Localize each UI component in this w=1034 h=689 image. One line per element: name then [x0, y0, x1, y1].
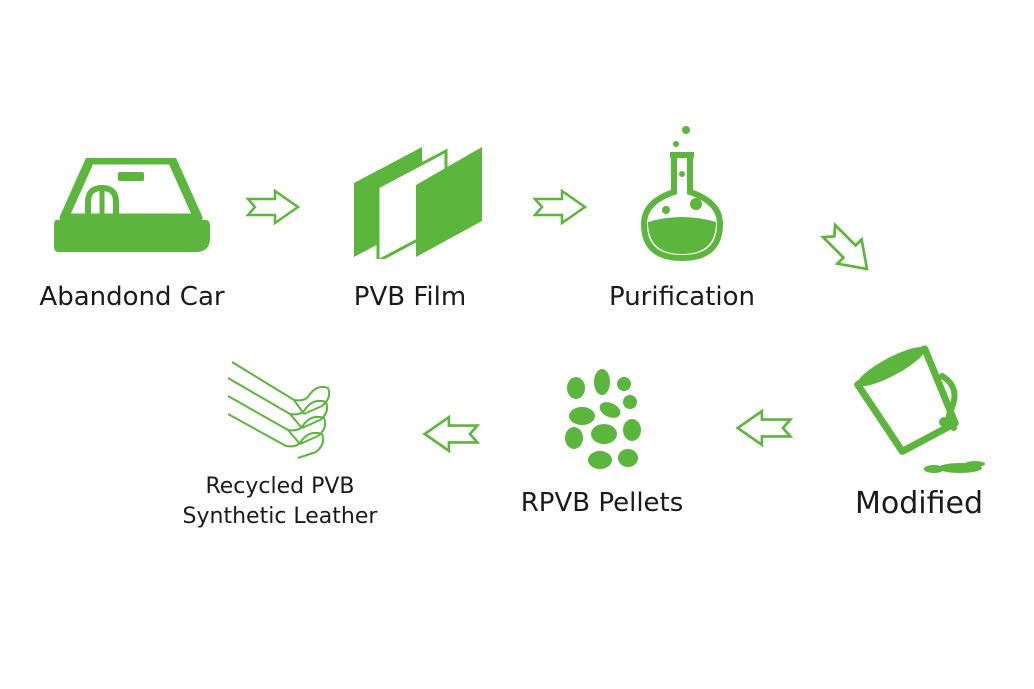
step-label-modified: Modified: [854, 486, 984, 521]
leather-label-line-2: Synthetic Leather: [182, 504, 378, 529]
arrow-right-icon: [532, 188, 588, 226]
step-label-recycled-pvb-synthetic-leather: Recycled PVB Synthetic Leather: [183, 472, 378, 532]
step-label-abandond-car: Abandond Car: [39, 282, 225, 312]
arrow-down-right-icon: [819, 221, 869, 271]
film-layers-icon: [354, 147, 482, 259]
pellets-icon: [565, 369, 641, 469]
arrow-right-icon: [245, 188, 301, 226]
arrow-left-icon: [422, 414, 481, 454]
leather-layers-icon: [228, 361, 331, 459]
step-label-rpvb-pellets: RPVB Pellets: [520, 488, 684, 518]
flask-icon: [640, 126, 724, 262]
arrow-left-icon: [735, 408, 794, 448]
leather-label-line-1: Recycled PVB: [205, 474, 355, 499]
paint-bucket-icon: [854, 345, 985, 473]
step-label-purification: Purification: [608, 282, 756, 312]
step-label-pvb-film: PVB Film: [353, 282, 467, 312]
car-windshield-icon: [54, 158, 210, 252]
